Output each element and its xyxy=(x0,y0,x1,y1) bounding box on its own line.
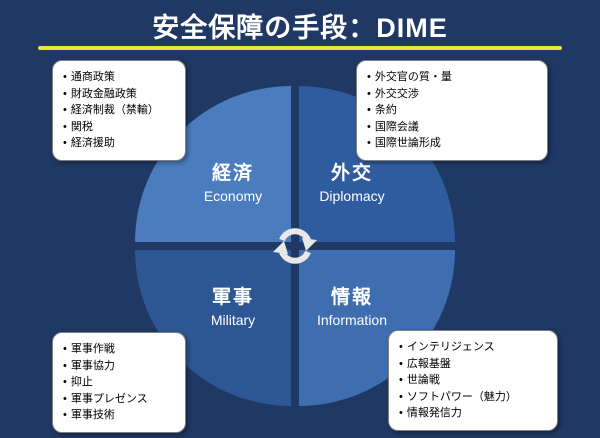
cycle-arrows-icon xyxy=(269,220,321,272)
list-item: 軍事協力 xyxy=(63,358,175,375)
list-item: 経済援助 xyxy=(63,135,175,152)
diplomacy-label: 外交 Diplomacy xyxy=(277,158,427,204)
diplomacy-items-list: 外交官の質・量外交交渉条約国際会議国際世論形成 xyxy=(367,69,537,152)
list-item: 条約 xyxy=(367,102,537,119)
military-items-list: 軍事作戦軍事協力抑止軍事プレゼンス軍事技術 xyxy=(63,341,175,424)
page-title: 安全保障の手段：DIME xyxy=(152,13,448,43)
list-item: 外交交渉 xyxy=(367,86,537,103)
list-item: 広報基盤 xyxy=(399,356,547,373)
economy-label-jp: 経済 xyxy=(211,163,254,184)
information-items-list: インテリジェンス広報基盤世論戦ソフトパワー（魅力）情報発信力 xyxy=(399,339,547,422)
list-item: 関税 xyxy=(63,119,175,136)
diplomacy-label-jp: 外交 xyxy=(330,163,373,184)
list-item: 外交官の質・量 xyxy=(367,69,537,86)
list-item: 軍事技術 xyxy=(63,407,175,424)
list-item: 財政金融政策 xyxy=(63,86,175,103)
list-item: 経済制裁（禁輸） xyxy=(63,102,175,119)
economy-label-en: Economy xyxy=(203,188,263,204)
diplomacy-label-en: Diplomacy xyxy=(319,188,385,204)
list-item: 国際世論形成 xyxy=(367,135,537,152)
list-item: 国際会議 xyxy=(367,119,537,136)
military-label-jp: 軍事 xyxy=(211,287,254,308)
list-item: インテリジェンス xyxy=(399,339,547,356)
economy-items-box: 通商政策財政金融政策経済制裁（禁輸）関税経済援助 xyxy=(52,60,186,161)
title-underline xyxy=(38,46,562,50)
list-item: ソフトパワー（魅力） xyxy=(399,389,547,406)
military-label: 軍事 Military xyxy=(158,282,308,328)
information-label-en: Information xyxy=(316,312,388,328)
diplomacy-items-box: 外交官の質・量外交交渉条約国際会議国際世論形成 xyxy=(356,60,548,161)
military-label-en: Military xyxy=(210,312,256,328)
list-item: 世論戦 xyxy=(399,372,547,389)
list-item: 軍事作戦 xyxy=(63,341,175,358)
list-item: 情報発信力 xyxy=(399,405,547,422)
military-items-box: 軍事作戦軍事協力抑止軍事プレゼンス軍事技術 xyxy=(52,332,186,433)
economy-label: 経済 Economy xyxy=(158,158,308,204)
information-label: 情報 Information xyxy=(277,282,427,328)
economy-items-list: 通商政策財政金融政策経済制裁（禁輸）関税経済援助 xyxy=(63,69,175,152)
list-item: 軍事プレゼンス xyxy=(63,391,175,408)
information-items-box: インテリジェンス広報基盤世論戦ソフトパワー（魅力）情報発信力 xyxy=(388,330,558,431)
list-item: 通商政策 xyxy=(63,69,175,86)
list-item: 抑止 xyxy=(63,374,175,391)
information-label-jp: 情報 xyxy=(330,287,373,308)
